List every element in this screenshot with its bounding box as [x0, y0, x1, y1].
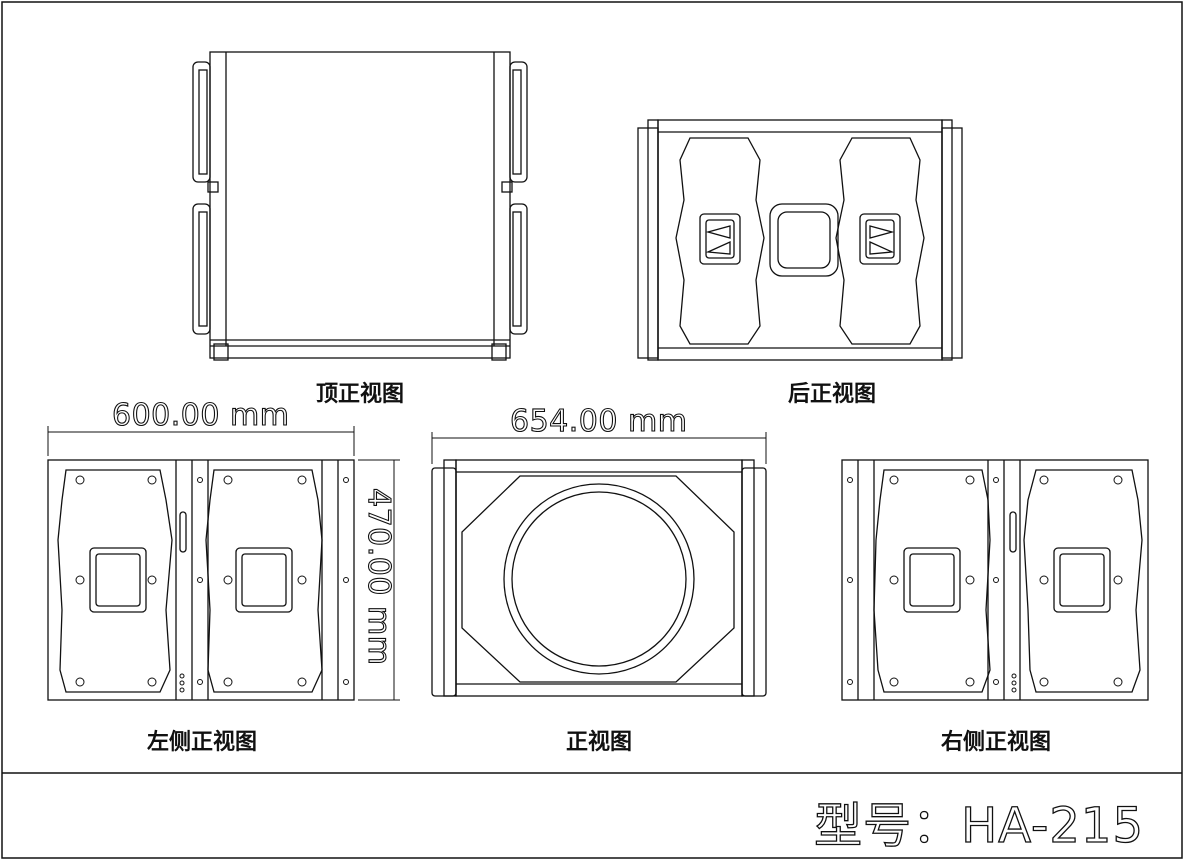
top-view-label: 顶正视图 — [315, 382, 405, 407]
model-number: 型号：HA-215 — [814, 797, 1144, 854]
left-side-view-drawing — [47, 459, 355, 701]
width-dimension-text: 600.00 mm — [111, 397, 290, 433]
height-dimension-text: 470.00 mm — [360, 487, 396, 666]
rear-view-drawing — [637, 119, 963, 361]
depth-dimension-text: 654.00 mm — [509, 403, 688, 439]
right-side-view-label: 右侧正视图 — [940, 730, 1052, 755]
front-view-label: 正视图 — [565, 730, 633, 755]
front-view-drawing — [431, 459, 767, 697]
rear-view-label: 后正视图 — [787, 382, 877, 407]
right-side-view-drawing — [841, 459, 1149, 701]
dimension-lines — [47, 426, 767, 701]
left-side-view-label: 左侧正视图 — [146, 730, 258, 755]
top-view-drawing — [192, 51, 528, 361]
